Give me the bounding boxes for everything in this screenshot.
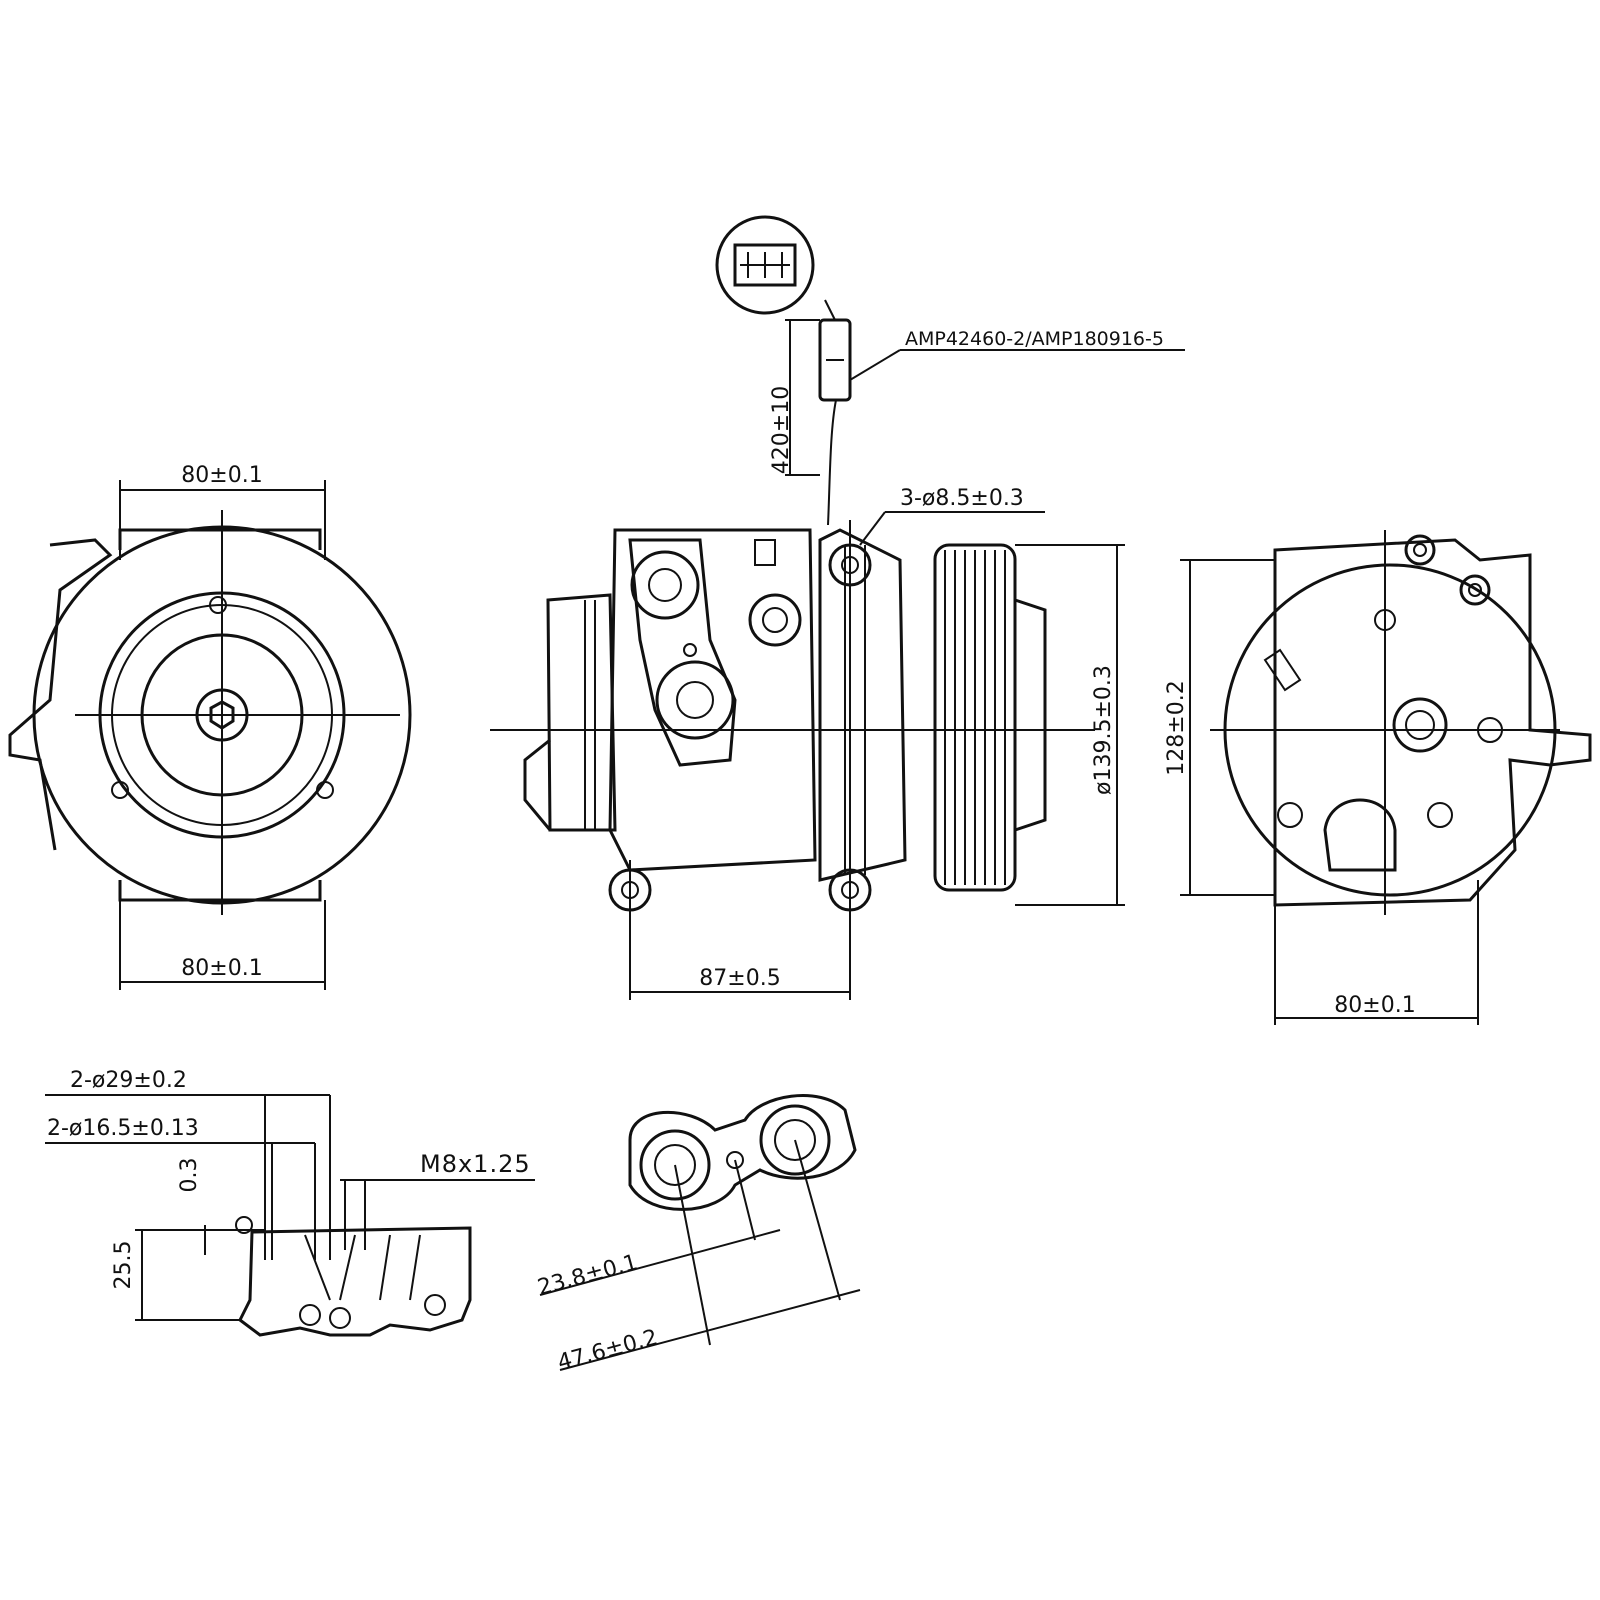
dim-port-dia-outer: 2-ø29±0.2: [70, 1068, 187, 1093]
dim-height: 25.5: [111, 1241, 136, 1290]
dim-recess: 0.3: [177, 1158, 202, 1193]
dim-cable-length: 420±10: [769, 386, 794, 474]
dim-mount-holes: 3-ø8.5±0.3: [900, 486, 1024, 511]
dim-front-width-bottom: 80±0.1: [181, 956, 262, 981]
dim-rear-width: 80±0.1: [1334, 993, 1415, 1018]
front-view: [8, 480, 412, 990]
dim-port-spacing: 47.6±0.2: [555, 1325, 660, 1376]
dim-front-width-top: 80±0.1: [181, 463, 262, 488]
rear-view: [1180, 530, 1592, 1025]
side-view: [490, 215, 1185, 1000]
dim-mount-spacing: 87±0.5: [699, 966, 780, 991]
dim-port-offset: 23.8±0.1: [535, 1250, 640, 1301]
port-face-detail: [539, 1094, 861, 1371]
dim-rear-height: 128±0.2: [1164, 680, 1189, 775]
dim-pulley-diameter: ø139.5±0.3: [1091, 665, 1116, 795]
connector-label: AMP42460-2/AMP180916-5: [905, 328, 1164, 350]
dim-port-dia-inner: 2-ø16.5±0.13: [47, 1116, 199, 1141]
port-section-detail: [45, 1094, 535, 1337]
dim-thread: M8x1.25: [420, 1150, 531, 1178]
